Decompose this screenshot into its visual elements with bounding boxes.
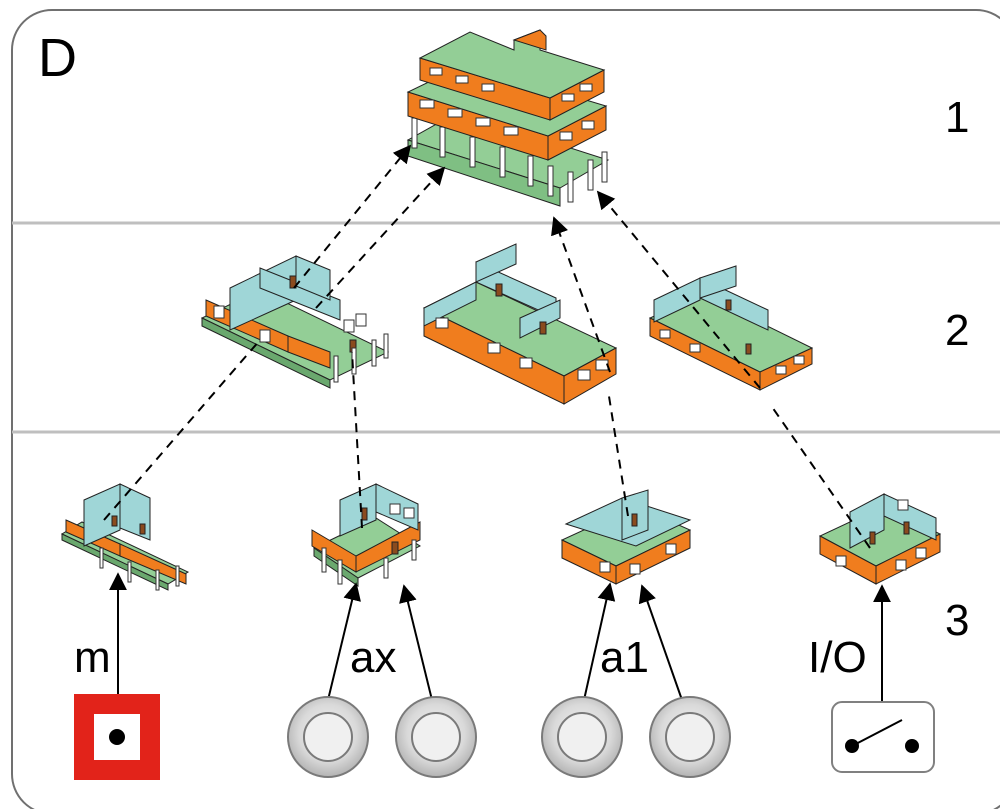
- building-level-1: [406, 29, 610, 207]
- input-arrows: [109, 572, 891, 702]
- smoke-detector-icon: [541, 696, 623, 778]
- switch-contact-icon: [831, 701, 935, 773]
- level-label-1: 1: [945, 93, 969, 142]
- floor-plan-2c: [648, 265, 814, 391]
- input-label-ax: ax: [350, 633, 396, 682]
- zone-3b: [311, 483, 422, 587]
- smoke-detector-icon: [287, 696, 369, 778]
- diagram-frame: [11, 9, 1000, 809]
- level-label-2: 2: [945, 306, 969, 355]
- hierarchy-arrows: [103, 144, 871, 549]
- smoke-detector-icon: [395, 696, 477, 778]
- zone-3a: [60, 483, 190, 591]
- zone-3c: [560, 489, 692, 585]
- zone-3d: [818, 493, 942, 585]
- floor-plan-2b: [422, 243, 618, 405]
- panel-letter: D: [38, 28, 77, 88]
- manual-call-point-icon: [74, 694, 160, 780]
- level-label-3: 3: [945, 596, 969, 645]
- input-label-m: m: [74, 633, 111, 682]
- input-label-a1: a1: [600, 633, 649, 682]
- floor-plan-2a: [200, 255, 390, 389]
- smoke-detector-icon: [649, 696, 731, 778]
- input-label-io: I/O: [808, 633, 867, 682]
